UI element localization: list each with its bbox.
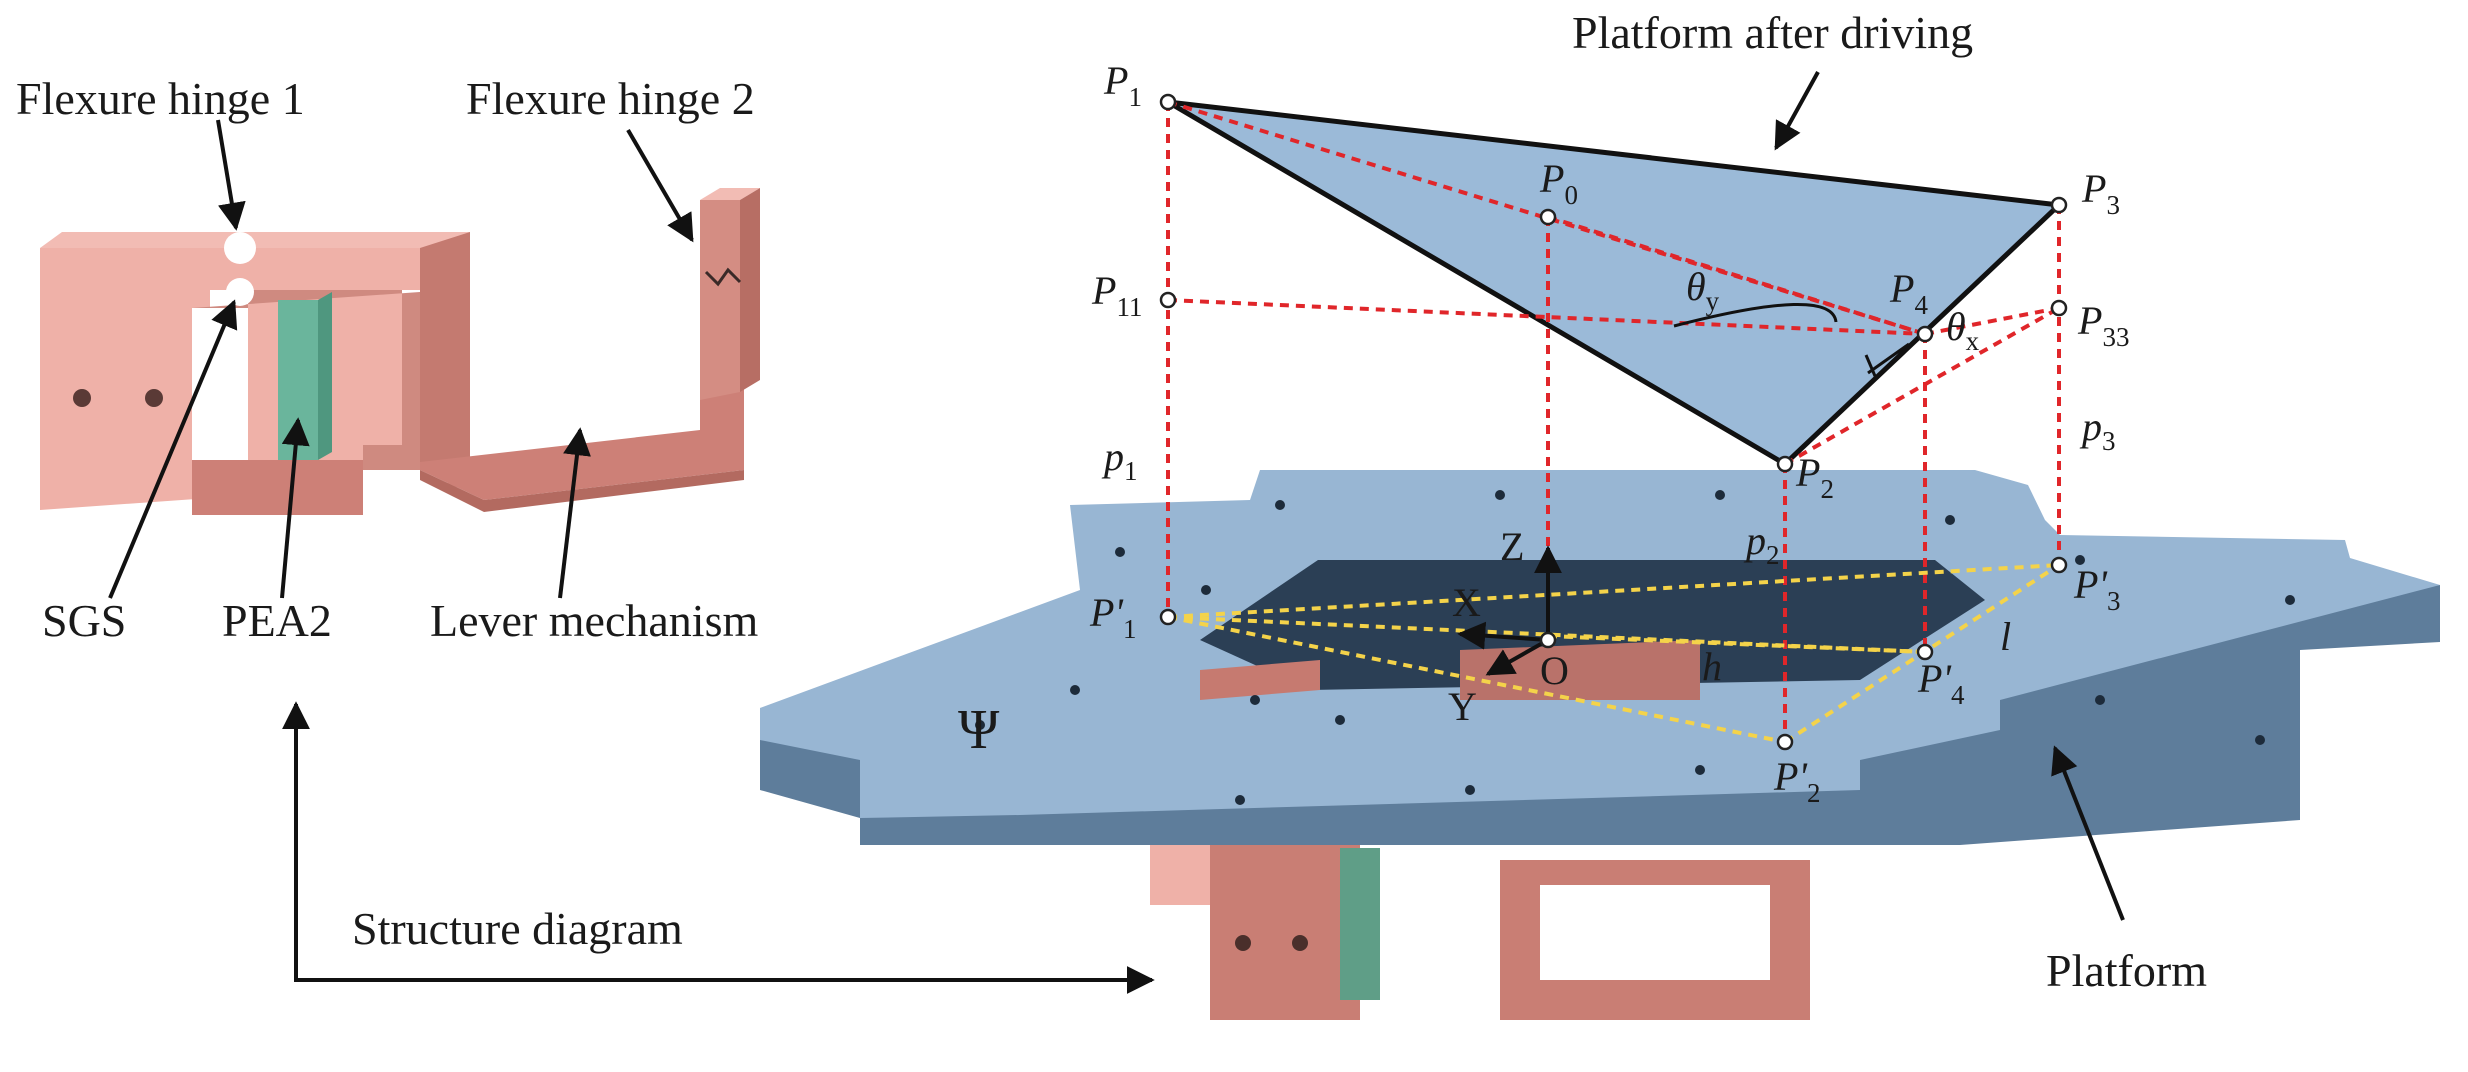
axis-z-label: Z — [1500, 524, 1524, 569]
lever-mechanism-label: Lever mechanism — [430, 595, 758, 646]
p1-prime-label: P'1 — [1089, 590, 1137, 644]
axis-y-label: Y — [1448, 684, 1477, 729]
theta-y-label: θy — [1686, 264, 1720, 316]
length-p1-label: p1 — [1101, 434, 1138, 486]
flexure-hinge-1-label: Flexure hinge 1 — [16, 73, 305, 124]
h-label: h — [1702, 644, 1722, 689]
platform-after-driving-label: Platform after driving — [1572, 7, 1973, 58]
flexure-mechanism-illustration — [40, 188, 760, 515]
p11-label: P11 — [1091, 268, 1142, 322]
leader-arrows — [108, 71, 2125, 994]
p2-label: P2 — [1795, 450, 1834, 504]
p2-prime-label: P'2 — [1773, 754, 1821, 808]
platform-label: Platform — [2046, 945, 2207, 996]
l-label: l — [2000, 614, 2011, 659]
node-markers — [1159, 93, 2068, 751]
angle-marks — [1673, 303, 1910, 377]
pea2-label: PEA2 — [222, 595, 332, 646]
structure-diagram-label: Structure diagram — [352, 903, 683, 954]
origin-label: O — [1540, 648, 1569, 693]
length-p3-label: p3 — [2079, 404, 2116, 456]
tilted-plane — [1166, 99, 2065, 468]
sgs-label: SGS — [42, 595, 126, 646]
p1-label: P1 — [1103, 58, 1142, 112]
coordinate-axes — [1457, 545, 1562, 676]
axis-x-label: X — [1452, 580, 1481, 625]
platform-illustration — [760, 470, 2440, 1020]
p3-prime-label: P'3 — [2073, 562, 2121, 616]
p33-label: P33 — [2077, 298, 2129, 352]
p3-label: P3 — [2081, 166, 2120, 220]
psi-label: Ψ — [958, 699, 1000, 761]
length-p2-label: p2 — [1743, 518, 1780, 570]
p4-prime-label: P'4 — [1917, 656, 1965, 710]
theta-x-label: θx — [1946, 304, 1980, 356]
p4-label: P4 — [1889, 266, 1928, 320]
p0-label: P0 — [1539, 156, 1578, 210]
flexure-hinge-2-label: Flexure hinge 2 — [466, 73, 755, 124]
